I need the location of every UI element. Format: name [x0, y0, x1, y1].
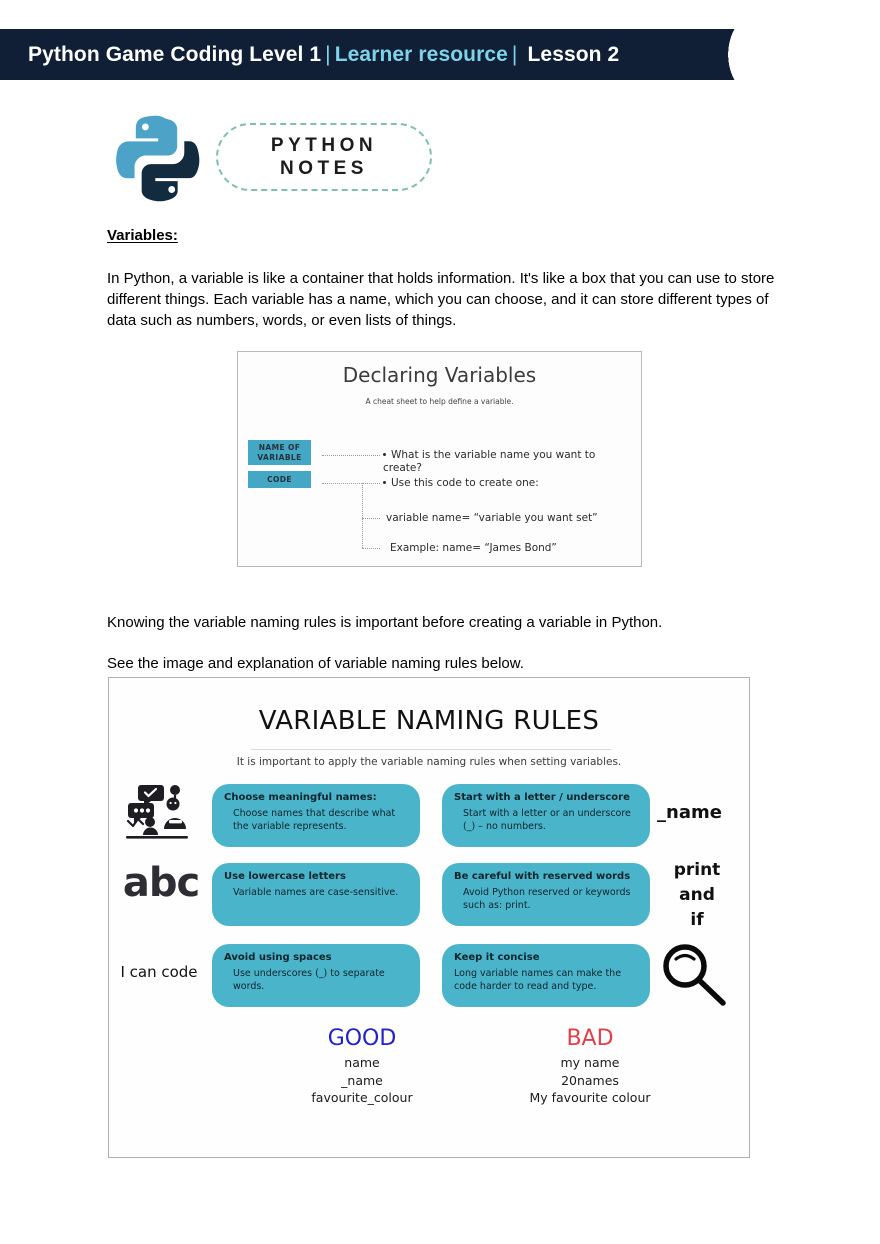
- rules-figure-title: VARIABLE NAMING RULES: [258, 706, 600, 736]
- connector-dotted-stub-2: [362, 548, 380, 549]
- rule-card-body: Variable names are case-sensitive.: [233, 887, 399, 898]
- rule-card-keep-it-concise: Keep it concise Long variable names can …: [442, 944, 650, 1007]
- i-can-code-illustration: I can code: [120, 963, 198, 981]
- rule-card-start-with-letter-or-underscore: Start with a letter / underscore Start w…: [442, 784, 650, 847]
- rule-card-body: Use underscores (_) to separate words.: [233, 968, 385, 992]
- rule-card-use-lowercase-letters: Use lowercase letters Variable names are…: [212, 863, 420, 926]
- bad-example-3: My favourite colour: [529, 1090, 651, 1105]
- rule-card-body: Long variable names can make the code ha…: [454, 968, 622, 992]
- header-background: [0, 29, 762, 80]
- annotation-keywords: print and if: [657, 858, 737, 933]
- python-notes-logo: PYTHON NOTES: [112, 110, 432, 206]
- python-logo-icon: [116, 115, 200, 202]
- header-title-main: Python Game Coding Level 1: [28, 42, 322, 66]
- tag-code: CODE: [248, 471, 311, 488]
- declaring-bullet-2: Use this code to create one:: [383, 477, 631, 490]
- declaring-code-line-2: Example: name= “James Bond”: [390, 542, 557, 554]
- good-example-1: name: [344, 1055, 380, 1070]
- declaring-figure-subtitle: A cheat sheet to help define a variable.: [365, 397, 514, 406]
- rule-card-body: Choose names that describe what the vari…: [233, 808, 396, 832]
- rule-card-avoid-using-spaces: Avoid using spaces Use underscores (_) t…: [212, 944, 420, 1007]
- declaring-bullet-2-text: Use this code to create one:: [391, 477, 539, 489]
- connector-dotted-vertical: [362, 483, 363, 548]
- rule-card-title: Use lowercase letters: [224, 871, 346, 882]
- connector-dotted-line-2: [322, 483, 380, 484]
- logo-line-2: NOTES: [280, 158, 368, 179]
- rule-card-title: Choose meaningful names:: [224, 792, 377, 803]
- connector-dotted-line-1: [322, 455, 380, 456]
- header-separator-right: |: [511, 42, 518, 66]
- variable-naming-rules-figure: VARIABLE NAMING RULES It is important to…: [108, 677, 750, 1158]
- good-heading: GOOD: [327, 1026, 397, 1051]
- rule-card-title: Keep it concise: [454, 952, 540, 963]
- good-example-3: favourite_colour: [311, 1090, 413, 1105]
- page-header-banner: Python Game Coding Level 1 | Learner res…: [0, 29, 762, 80]
- rule-card-title: Start with a letter / underscore: [454, 792, 630, 803]
- magnifier-icon: [663, 944, 726, 1006]
- bad-examples-column: BAD my name 20names My favourite colour: [455, 1026, 725, 1107]
- rule-card-title: Avoid using spaces: [224, 952, 332, 963]
- connector-dotted-stub-1: [362, 518, 380, 519]
- rule-card-reserved-words: Be careful with reserved words Avoid Pyt…: [442, 863, 650, 926]
- bad-example-1: my name: [560, 1055, 620, 1070]
- rule-card-choose-meaningful-names: Choose meaningful names: Choose names th…: [212, 784, 420, 847]
- bad-heading: BAD: [566, 1026, 614, 1051]
- rules-title-divider: [251, 749, 611, 750]
- logo-line-1: PYTHON: [270, 135, 378, 156]
- rule-card-body: Avoid Python reserved or keywords such a…: [463, 887, 631, 911]
- section-heading-variables: Variables:: [107, 227, 178, 244]
- paragraph-knowing: Knowing the variable naming rules is imp…: [107, 614, 663, 631]
- rule-card-title: Be careful with reserved words: [454, 871, 631, 882]
- header-title-lesson: Lesson 2: [527, 42, 620, 66]
- logo-pill-outline: [216, 123, 432, 191]
- paragraph-see-image: See the image and explanation of variabl…: [107, 655, 524, 672]
- declaring-variables-figure: Declaring Variables A cheat sheet to hel…: [237, 351, 642, 567]
- good-example-2: _name: [341, 1072, 383, 1088]
- declaring-bullet-1: What is the variable name you want to cr…: [383, 449, 631, 475]
- abc-illustration: abc: [122, 860, 200, 906]
- header-title: Python Game Coding Level 1 | Learner res…: [28, 29, 619, 80]
- header-separator-left: |: [325, 42, 331, 66]
- declaring-figure-title: Declaring Variables: [342, 363, 537, 387]
- bullet-dot-icon: [383, 452, 386, 456]
- good-examples-column: GOOD name _name favourite_colour: [227, 1026, 497, 1107]
- header-title-accent: Learner resource: [334, 42, 508, 66]
- declaring-code-line-1: variable name= “variable you want set”: [386, 512, 598, 524]
- tag-name-of-variable: NAME OF VARIABLE: [248, 440, 311, 465]
- rules-figure-subtitle: It is important to apply the variable na…: [236, 756, 622, 768]
- bad-example-2: 20names: [561, 1072, 619, 1088]
- declaring-bullet-1-text: What is the variable name you want to cr…: [383, 449, 596, 474]
- paragraph-intro: In Python, a variable is like a containe…: [107, 270, 775, 329]
- annotation-keyword-if: if: [690, 910, 704, 930]
- logo-wordmark: PYTHON NOTES: [216, 123, 432, 191]
- annotation-underscore-name: _name: [657, 802, 722, 823]
- annotation-keyword-and: and: [679, 885, 715, 905]
- bullet-dot-icon: [383, 480, 386, 484]
- annotation-keyword-print: print: [673, 860, 721, 880]
- people-discussion-icon: [126, 785, 188, 839]
- rule-card-body: Start with a letter or an underscore (_)…: [463, 808, 631, 832]
